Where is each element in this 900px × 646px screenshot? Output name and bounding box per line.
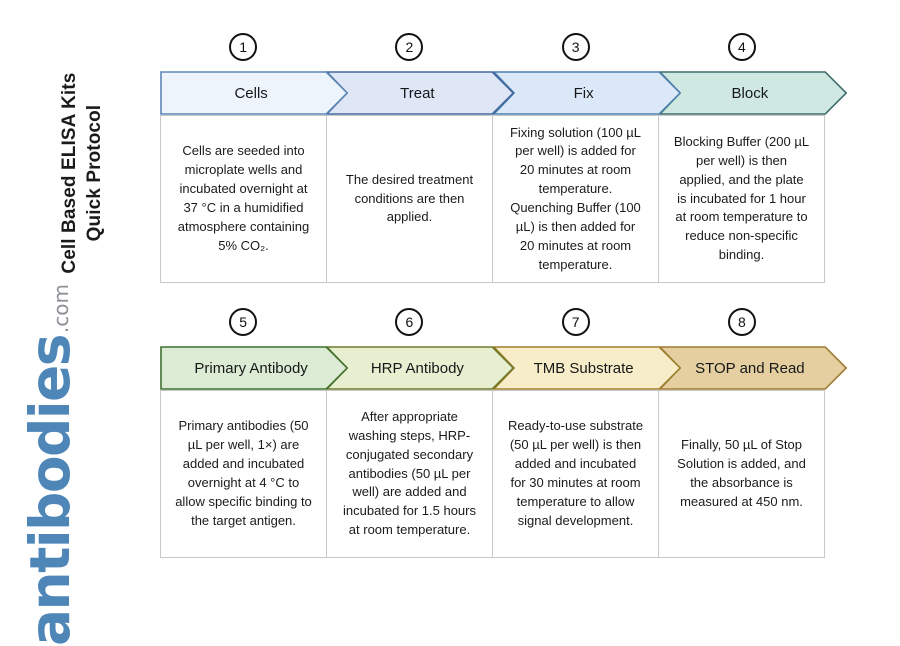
step-description-cell-4: Blocking Buffer (200 µL per well) is the…	[659, 116, 824, 282]
logo-wordmark: antibodies	[18, 335, 82, 646]
step-description-cell-5: Primary antibodies (50 µL per well, 1×) …	[161, 391, 327, 557]
step-number-badge-6: 6	[395, 308, 424, 336]
step-number-label: 8	[737, 314, 746, 330]
step-description-text: Blocking Buffer (200 µL per well) is the…	[673, 134, 810, 263]
step-description-cell-7: Ready-to-use substrate (50 µL per well) …	[493, 391, 659, 557]
step-number-label: 6	[405, 314, 414, 330]
step-number-badge-5: 5	[229, 308, 258, 336]
step-number-strip-1: 1 2 3 4	[160, 33, 825, 65]
step-title-1: Cells	[234, 84, 268, 102]
step-description-text: Finally, 50 µL of Stop Solution is added…	[677, 437, 806, 509]
step-description-text: Ready-to-use substrate (50 µL per well) …	[507, 418, 644, 528]
step-number-badge-2: 2	[395, 33, 424, 61]
step-title-6: HRP Antibody	[370, 359, 464, 377]
step-number-badge-3: 3	[561, 33, 590, 61]
antibodies-logo[interactable]: antibodies .com	[8, 284, 82, 646]
step-title-3: Fix	[573, 84, 594, 102]
step-number-strip-2: 5 6 7 8	[160, 308, 825, 340]
step-chevron-5[interactable]: Primary Antibody	[160, 346, 348, 390]
step-description-text: After appropriate washing steps, HRP-con…	[343, 409, 476, 538]
step-description-cell-1: Cells are seeded into microplate wells a…	[161, 116, 327, 282]
step-chevron-6[interactable]: HRP Antibody	[326, 346, 514, 390]
step-description-cell-8: Finally, 50 µL of Stop Solution is added…	[659, 391, 824, 557]
step-description-text: Primary antibodies (50 µL per well, 1×) …	[175, 418, 312, 528]
step-description-strip-2: Primary antibodies (50 µL per well, 1×) …	[160, 390, 825, 558]
step-number-label: 4	[737, 39, 746, 55]
protocol-row-1: 1 2 3 4 Cells Treat Fix Block Cells are seeded…	[160, 33, 842, 283]
step-description-cell-3: Fixing solution (100 µL per well) is add…	[493, 116, 659, 282]
step-chevron-1[interactable]: Cells	[160, 71, 348, 115]
step-chevron-strip-1: Cells Treat Fix Block	[160, 71, 842, 115]
chevron-shape-icon	[160, 346, 348, 390]
step-number-label: 5	[239, 314, 248, 330]
protocol-row-2: 5 6 7 8 Primary Antibody HRP Antibody TMB Sub…	[160, 308, 842, 558]
step-number-badge-8: 8	[727, 308, 756, 336]
step-title-2: Treat	[400, 84, 435, 102]
page-title: Cell Based ELISA Kits Quick Protocol	[58, 72, 105, 274]
step-title-8: STOP and Read	[695, 359, 805, 377]
step-chevron-strip-2: Primary Antibody HRP Antibody TMB Substrat…	[160, 346, 842, 390]
step-chevron-2[interactable]: Treat	[326, 71, 514, 115]
step-title-4: Block	[731, 84, 769, 102]
step-number-badge-7: 7	[561, 308, 590, 336]
chevron-shape-icon	[160, 71, 348, 115]
step-description-text: Fixing solution (100 µL per well) is add…	[509, 124, 642, 272]
step-chevron-3[interactable]: Fix	[493, 71, 681, 115]
step-chevron-4[interactable]: Block	[659, 71, 847, 115]
step-description-cell-6: After appropriate washing steps, HRP-con…	[327, 391, 493, 557]
step-chevron-7[interactable]: TMB Substrate	[493, 346, 681, 390]
step-title-7: TMB Substrate	[533, 359, 634, 377]
step-number-label: 2	[405, 39, 414, 55]
step-description-cell-2: The desired treatment conditions are the…	[327, 116, 493, 282]
step-chevron-8[interactable]: STOP and Read	[659, 346, 847, 390]
logo-domain-suffix: .com	[49, 284, 73, 334]
step-number-badge-1: 1	[229, 33, 258, 61]
step-description-text: Cells are seeded into microplate wells a…	[177, 143, 310, 253]
step-number-label: 3	[571, 39, 580, 55]
step-number-label: 7	[571, 314, 580, 330]
step-number-label: 1	[239, 39, 248, 55]
step-description-text: The desired treatment conditions are the…	[345, 171, 474, 225]
step-title-5: Primary Antibody	[194, 359, 308, 377]
branding-column: Cell Based ELISA Kits Quick Protocol ant…	[0, 0, 160, 646]
step-description-strip-1: Cells are seeded into microplate wells a…	[160, 115, 825, 283]
step-number-badge-4: 4	[727, 33, 756, 61]
